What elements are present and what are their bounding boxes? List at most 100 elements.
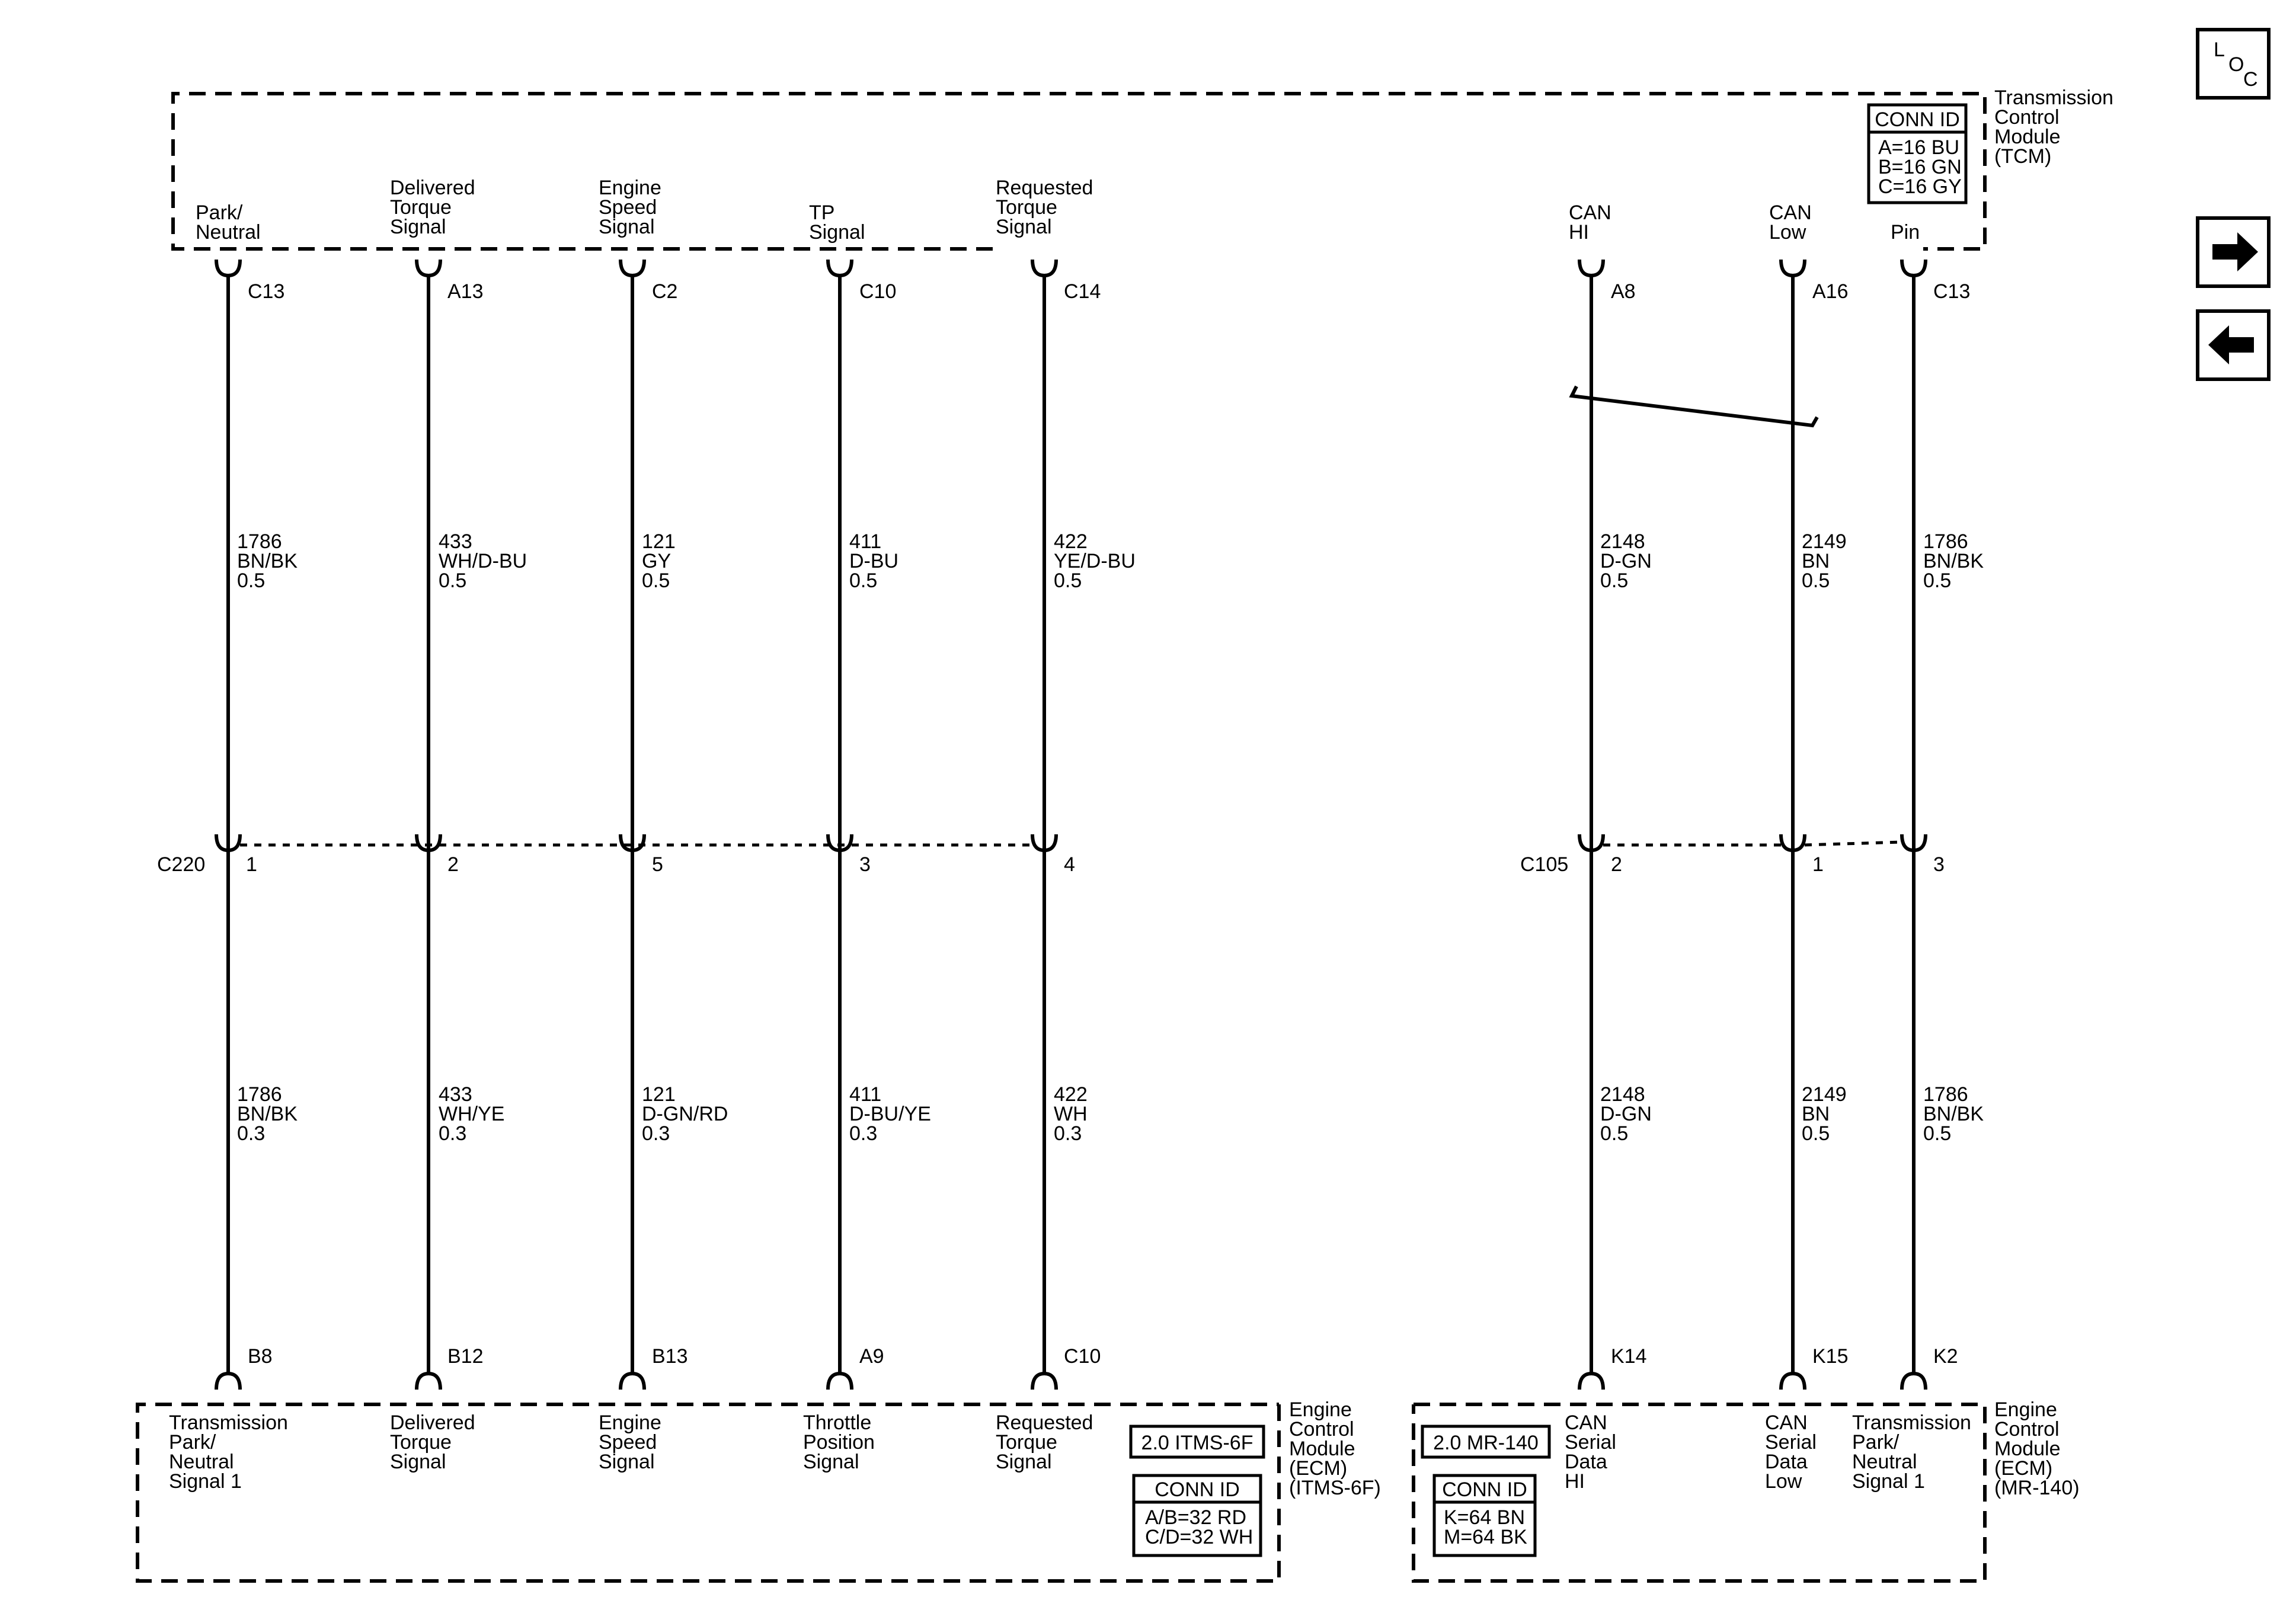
arrow-left-icon <box>2208 325 2254 364</box>
ecm-itms-label-requested-1: Requested <box>996 1411 1093 1434</box>
lower-wire-6-color: D-GN <box>1600 1103 1652 1125</box>
lower-wire-5-circuit: 422 <box>1054 1083 1088 1106</box>
back-button[interactable] <box>2196 309 2271 381</box>
twisted-pair-marker <box>1569 385 1819 428</box>
ecm-pin-k14: K14 <box>1611 1345 1647 1368</box>
upper-wire-7-color: BN <box>1802 550 1830 572</box>
c220-pin-1: 1 <box>246 853 257 876</box>
lower-wire-1-color: BN/BK <box>237 1103 298 1125</box>
lower-wire-2-gauge: 0.3 <box>439 1122 466 1145</box>
ecm-mr-label-can-hi-2: Serial <box>1565 1431 1616 1454</box>
upper-wire-4-gauge: 0.5 <box>849 569 877 592</box>
forward-button[interactable] <box>2196 216 2271 288</box>
wires <box>226 276 1916 1374</box>
tcm-module: Transmission Control Module (TCM) CONN I… <box>171 87 2113 303</box>
terminal-tcm-c14 <box>1031 259 1058 278</box>
inline-connector-c220: C220 1 2 5 3 4 <box>157 843 1075 876</box>
tcm-label-can-hi-1: CAN <box>1569 201 1611 224</box>
ecm-mr-name-5: (MR-140) <box>1994 1477 2080 1499</box>
ecm-mr-name-3: Module <box>1994 1438 2061 1460</box>
upper-wire-2-gauge: 0.5 <box>439 569 466 592</box>
ecm-mr-conn-id-title: CONN ID <box>1442 1478 1527 1501</box>
upper-wire-3-color: GY <box>642 550 671 572</box>
lower-wire-7-color: BN <box>1802 1103 1830 1125</box>
ecm-itms-conn-id-title: CONN ID <box>1155 1478 1240 1501</box>
terminal-ecm-b8 <box>215 1371 242 1390</box>
c220-pin-3: 3 <box>859 853 871 876</box>
tcm-label-requested-2: Torque <box>996 196 1057 219</box>
ecm-itms-label-park-2: Park/ <box>169 1431 216 1454</box>
ecm-mr-variant-box: 2.0 MR-140 <box>1421 1425 1551 1459</box>
terminal-c220-2 <box>415 834 442 853</box>
tcm-label-delivered-1: Delivered <box>390 177 475 199</box>
lower-wire-2-circuit: 433 <box>439 1083 472 1106</box>
lower-wire-4-color: D-BU/YE <box>849 1103 931 1125</box>
tcm-pin-c13: C13 <box>248 280 284 303</box>
ecm-itms-conn-id-box: CONN ID A/B=32 RD C/D=32 WH <box>1132 1474 1262 1557</box>
upper-wire-1-color: BN/BK <box>237 550 298 572</box>
c220-pin-4: 4 <box>1064 853 1075 876</box>
ecm-itms-label-delivered-3: Signal <box>390 1451 446 1473</box>
loc-button[interactable]: L O C <box>2196 28 2271 100</box>
ecm-mr-label-can-hi-1: CAN <box>1565 1411 1607 1434</box>
ecm-mr-variant: 2.0 MR-140 <box>1433 1432 1539 1454</box>
ecm-mr-label-park-1: Transmission <box>1852 1411 1971 1434</box>
lower-wire-7-gauge: 0.5 <box>1802 1122 1830 1145</box>
ecm-mr-conn-m: M=64 BK <box>1444 1526 1527 1548</box>
ecm-itms-label-throttle-3: Signal <box>803 1451 859 1473</box>
lower-wire-3-gauge: 0.3 <box>642 1122 670 1145</box>
ecm-itms-label-requested-2: Torque <box>996 1431 1057 1454</box>
terminal-tcm-c13-2 <box>1900 259 1927 278</box>
tcm-label-delivered-3: Signal <box>390 216 446 238</box>
ecm-mr-label-park-3: Neutral <box>1852 1451 1917 1473</box>
ecm-mr-label-park-2: Park/ <box>1852 1431 1900 1454</box>
upper-wire-labels: 1786 BN/BK 0.5 433 WH/D-BU 0.5 121 GY 0.… <box>237 530 1984 592</box>
ecm-pin-b12: B12 <box>447 1345 484 1368</box>
c105-pin-2: 2 <box>1611 853 1622 876</box>
ecm-itms-module: Engine Control Module (ECM) (ITMS-6F) 2.… <box>136 1398 1381 1583</box>
terminal-tcm-c13 <box>215 259 242 278</box>
lower-wire-5-gauge: 0.3 <box>1054 1122 1082 1145</box>
tcm-pin-c13-2: C13 <box>1933 280 1970 303</box>
upper-wire-1-circuit: 1786 <box>237 530 282 553</box>
lower-wire-6-gauge: 0.5 <box>1600 1122 1628 1145</box>
terminal-ecm-a9 <box>826 1371 853 1390</box>
ecm-itms-name-5: (ITMS-6F) <box>1289 1477 1381 1499</box>
tcm-label-requested-3: Signal <box>996 216 1052 238</box>
upper-wire-8-color: BN/BK <box>1923 550 1984 572</box>
ecm-itms-label-park-3: Neutral <box>169 1451 234 1473</box>
tcm-label-tp-2: Signal <box>809 221 865 244</box>
upper-wire-1-gauge: 0.5 <box>237 569 265 592</box>
ecm-mr-label-can-low-4: Low <box>1765 1470 1802 1493</box>
ecm-mr-label-can-hi-4: HI <box>1565 1470 1585 1493</box>
lower-wire-4-gauge: 0.3 <box>849 1122 877 1145</box>
tcm-label-engine-speed-3: Signal <box>599 216 655 238</box>
c220-pin-2: 2 <box>447 853 459 876</box>
lower-wire-6-circuit: 2148 <box>1600 1083 1645 1106</box>
tcm-conn-c: C=16 GY <box>1878 175 1962 198</box>
terminal-tcm-a13 <box>415 259 442 278</box>
tcm-name-1: Transmission <box>1994 87 2113 109</box>
ecm-itms-name-4: (ECM) <box>1289 1457 1347 1480</box>
ecm-itms-name-1: Engine <box>1289 1398 1352 1421</box>
tcm-label-can-low-1: CAN <box>1769 201 1812 224</box>
tcm-conn-id-box: CONN ID A=16 BU B=16 GN C=16 GY <box>1867 103 1968 204</box>
terminals <box>215 259 1927 1390</box>
terminal-c220-5 <box>619 834 646 853</box>
tcm-pin-a13: A13 <box>447 280 484 303</box>
ecm-itms-label-throttle-1: Throttle <box>803 1411 871 1434</box>
tcm-label-can-hi-2: HI <box>1569 221 1589 244</box>
upper-wire-6-color: D-GN <box>1600 550 1652 572</box>
terminal-c220-1 <box>215 834 242 853</box>
tcm-label-can-low-2: Low <box>1769 221 1806 244</box>
tcm-pin-c10: C10 <box>859 280 896 303</box>
ecm-itms-conn-cd: C/D=32 WH <box>1145 1526 1253 1548</box>
upper-wire-2-circuit: 433 <box>439 530 472 553</box>
ecm-mr-name-2: Control <box>1994 1418 2060 1441</box>
tcm-label-engine-speed-1: Engine <box>599 177 661 199</box>
ecm-pin-c10: C10 <box>1064 1345 1101 1368</box>
ecm-itms-name-3: Module <box>1289 1438 1355 1460</box>
terminal-ecm-b13 <box>619 1371 646 1390</box>
upper-wire-8-circuit: 1786 <box>1923 530 1968 553</box>
upper-wire-5-color: YE/D-BU <box>1054 550 1136 572</box>
